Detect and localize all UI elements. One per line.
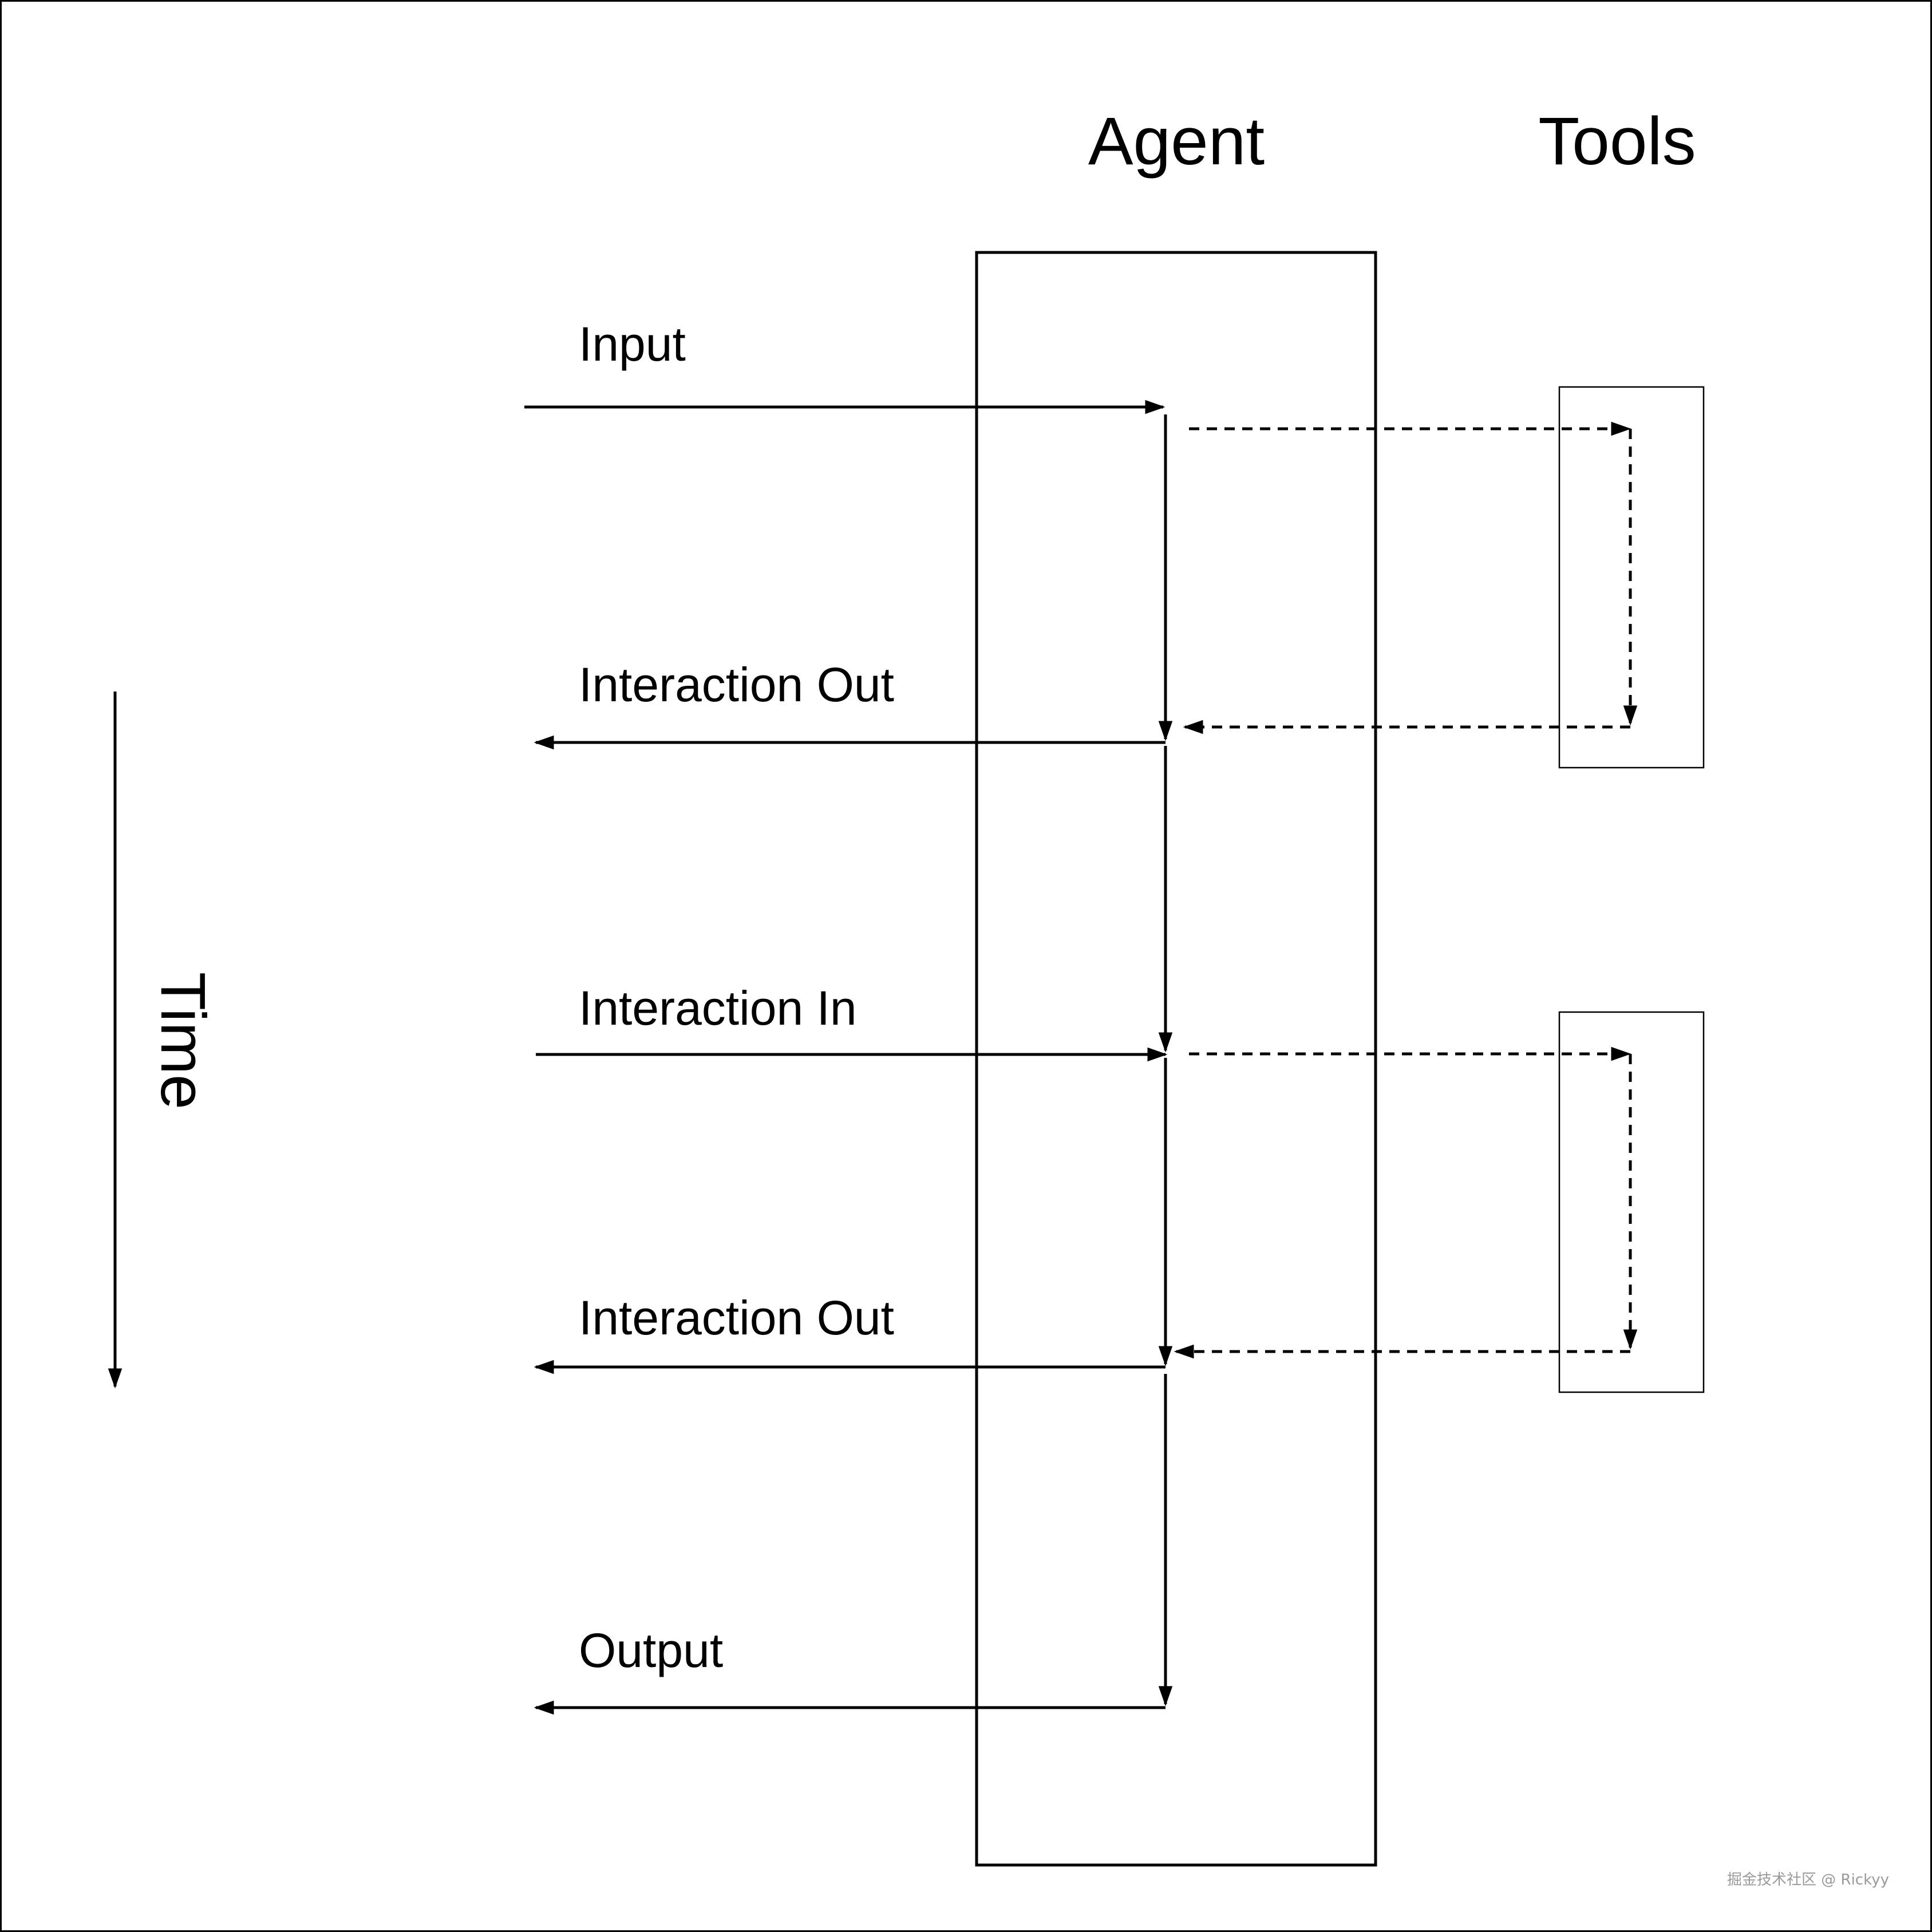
watermark-text: 掘金技术社区 @ Rickyy [1727,1871,1889,1888]
interaction-out-label-2: Interaction Out [579,1291,894,1345]
agent-column-title: Agent [1088,104,1265,179]
tools-column-title: Tools [1538,104,1696,179]
interaction-in-label: Interaction In [579,981,857,1035]
input-label: Input [579,317,686,371]
tool-box-1 [1558,386,1705,769]
output-label: Output [579,1623,723,1677]
interaction-out-label-1: Interaction Out [579,658,894,712]
agent-box [975,251,1377,1867]
time-label: Time [148,972,218,1109]
tool-box-2 [1558,1011,1705,1393]
